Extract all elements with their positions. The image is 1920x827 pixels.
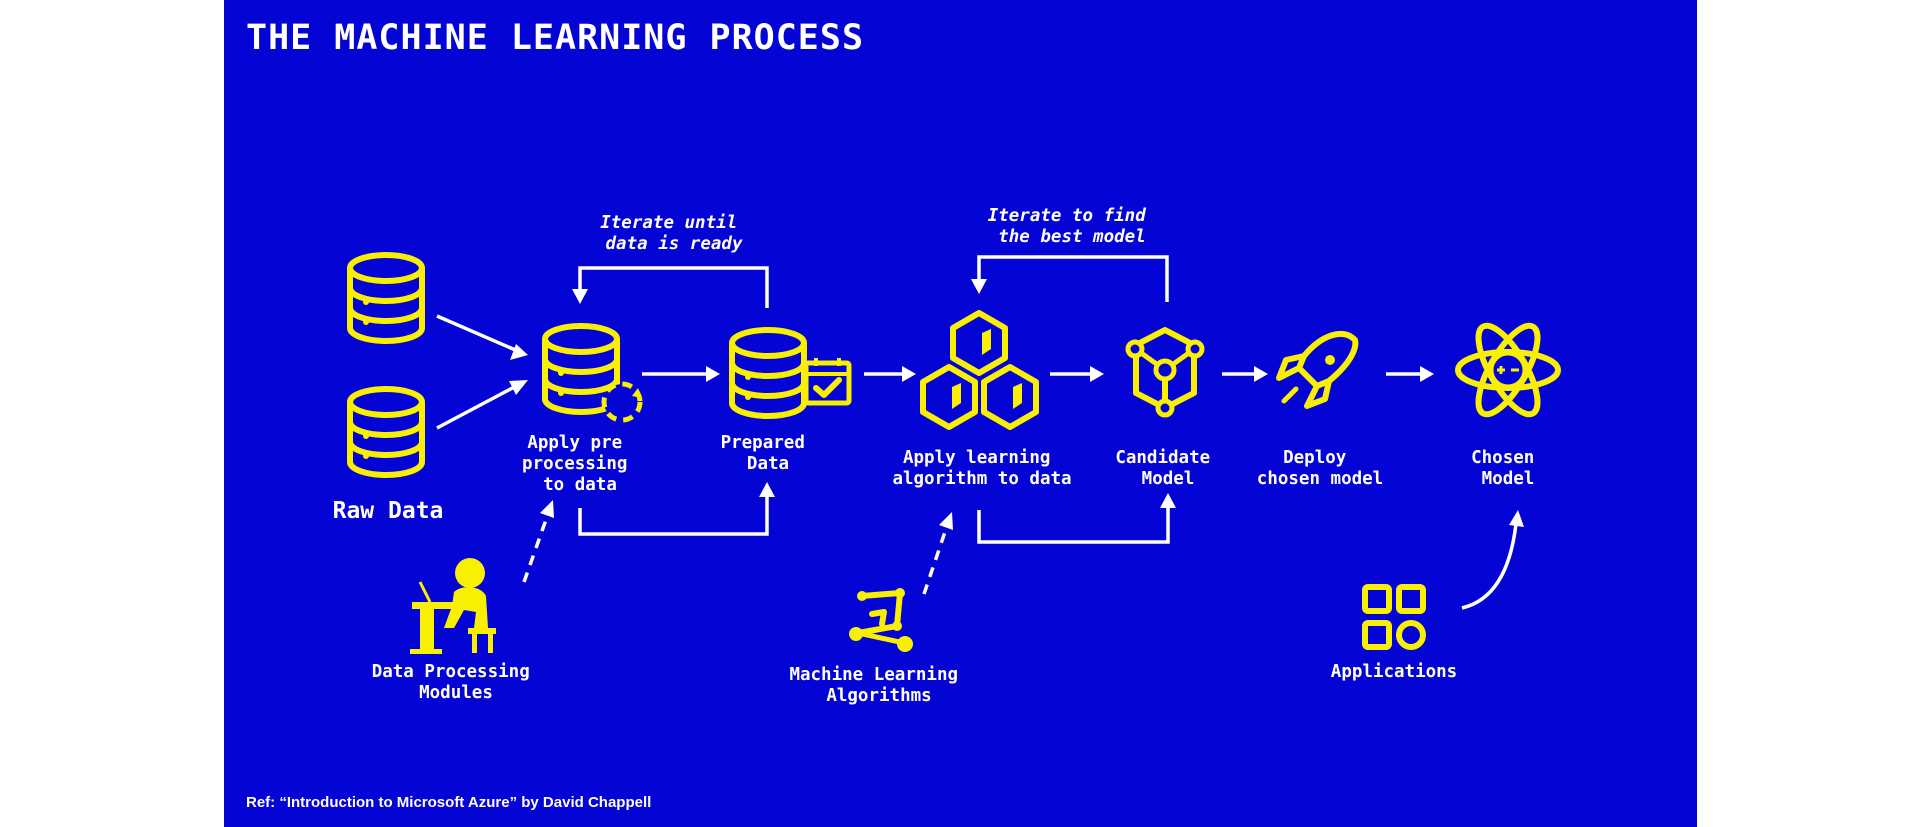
applications-label: Applications	[1331, 662, 1457, 682]
ml-process-diagram: Raw Data Apply pre processing to data	[333, 206, 1561, 706]
database-sync-icon	[545, 326, 643, 423]
data-processing-label: Data Processing Modules	[372, 662, 541, 703]
raw-data-node: Raw Data	[333, 255, 444, 524]
chosen-label: Chosen Model	[1471, 448, 1545, 489]
preprocess-label: Apply pre processing to data	[522, 433, 638, 495]
database-calendar-check-icon	[732, 330, 852, 416]
ml-algorithms-input: Machine Learning Algorithms	[789, 588, 968, 706]
apps-grid-icon	[1362, 584, 1426, 650]
arrowhead	[1509, 510, 1524, 527]
data-loop: Iterate until data is ready	[572, 213, 769, 308]
model-loop: Iterate to find the best model	[971, 206, 1169, 302]
preprocess-node: Apply pre processing to data	[522, 326, 643, 495]
dashed-arrow-processing-to-preprocess	[522, 500, 554, 583]
arrow-applications-to-chosen	[1461, 510, 1524, 610]
data-loop-label: Iterate until data is ready	[600, 213, 748, 254]
deploy-node: Deploy chosen model	[1257, 330, 1383, 489]
learning-label: Apply learning algorithm to data	[892, 448, 1071, 489]
ml-algorithms-label: Machine Learning Algorithms	[789, 665, 968, 706]
page-title: THE MACHINE LEARNING PROCESS	[246, 18, 865, 58]
prepared-node: Prepared Data	[721, 330, 852, 474]
arrow-learning-to-candidate	[1050, 366, 1104, 382]
arrow-prepared-to-learning	[864, 366, 916, 382]
arrow-deploy-to-chosen	[1386, 366, 1434, 382]
database-icon	[350, 255, 422, 341]
rocket-icon	[1276, 330, 1359, 409]
arrow-raw-to-preprocess	[436, 314, 528, 430]
prepared-label: Prepared Data	[721, 433, 816, 474]
applications-input: Applications	[1331, 584, 1457, 682]
database-icon	[350, 389, 422, 475]
candidate-label: Candidate Model	[1115, 448, 1220, 489]
arrow-preprocess-to-prepared	[642, 366, 720, 382]
person-at-desk-icon	[410, 558, 496, 654]
model-loop-label: Iterate to find the best model	[988, 206, 1157, 247]
diagram-panel: THE MACHINE LEARNING PROCESS Raw Data	[224, 0, 1697, 827]
learning-node: Apply learning algorithm to data	[892, 313, 1072, 489]
chosen-node: Chosen Model	[1455, 322, 1561, 489]
dashed-arrow-algorithms-to-learning	[922, 512, 953, 595]
deploy-label: Deploy chosen model	[1257, 448, 1383, 489]
model-cube-icon	[1125, 327, 1205, 418]
cubes-icon	[923, 313, 1036, 427]
reference-note: Ref: “Introduction to Microsoft Azure” b…	[246, 794, 652, 811]
atom-icon	[1455, 322, 1561, 418]
data-processing-input: Data Processing Modules	[372, 558, 541, 703]
arrow-candidate-to-deploy	[1222, 366, 1268, 382]
graph-nodes-icon	[849, 588, 913, 652]
model-bottom-path	[977, 493, 1176, 544]
candidate-node: Candidate Model	[1115, 327, 1220, 489]
raw-data-label: Raw Data	[333, 498, 444, 524]
data-bottom-path	[578, 482, 775, 536]
